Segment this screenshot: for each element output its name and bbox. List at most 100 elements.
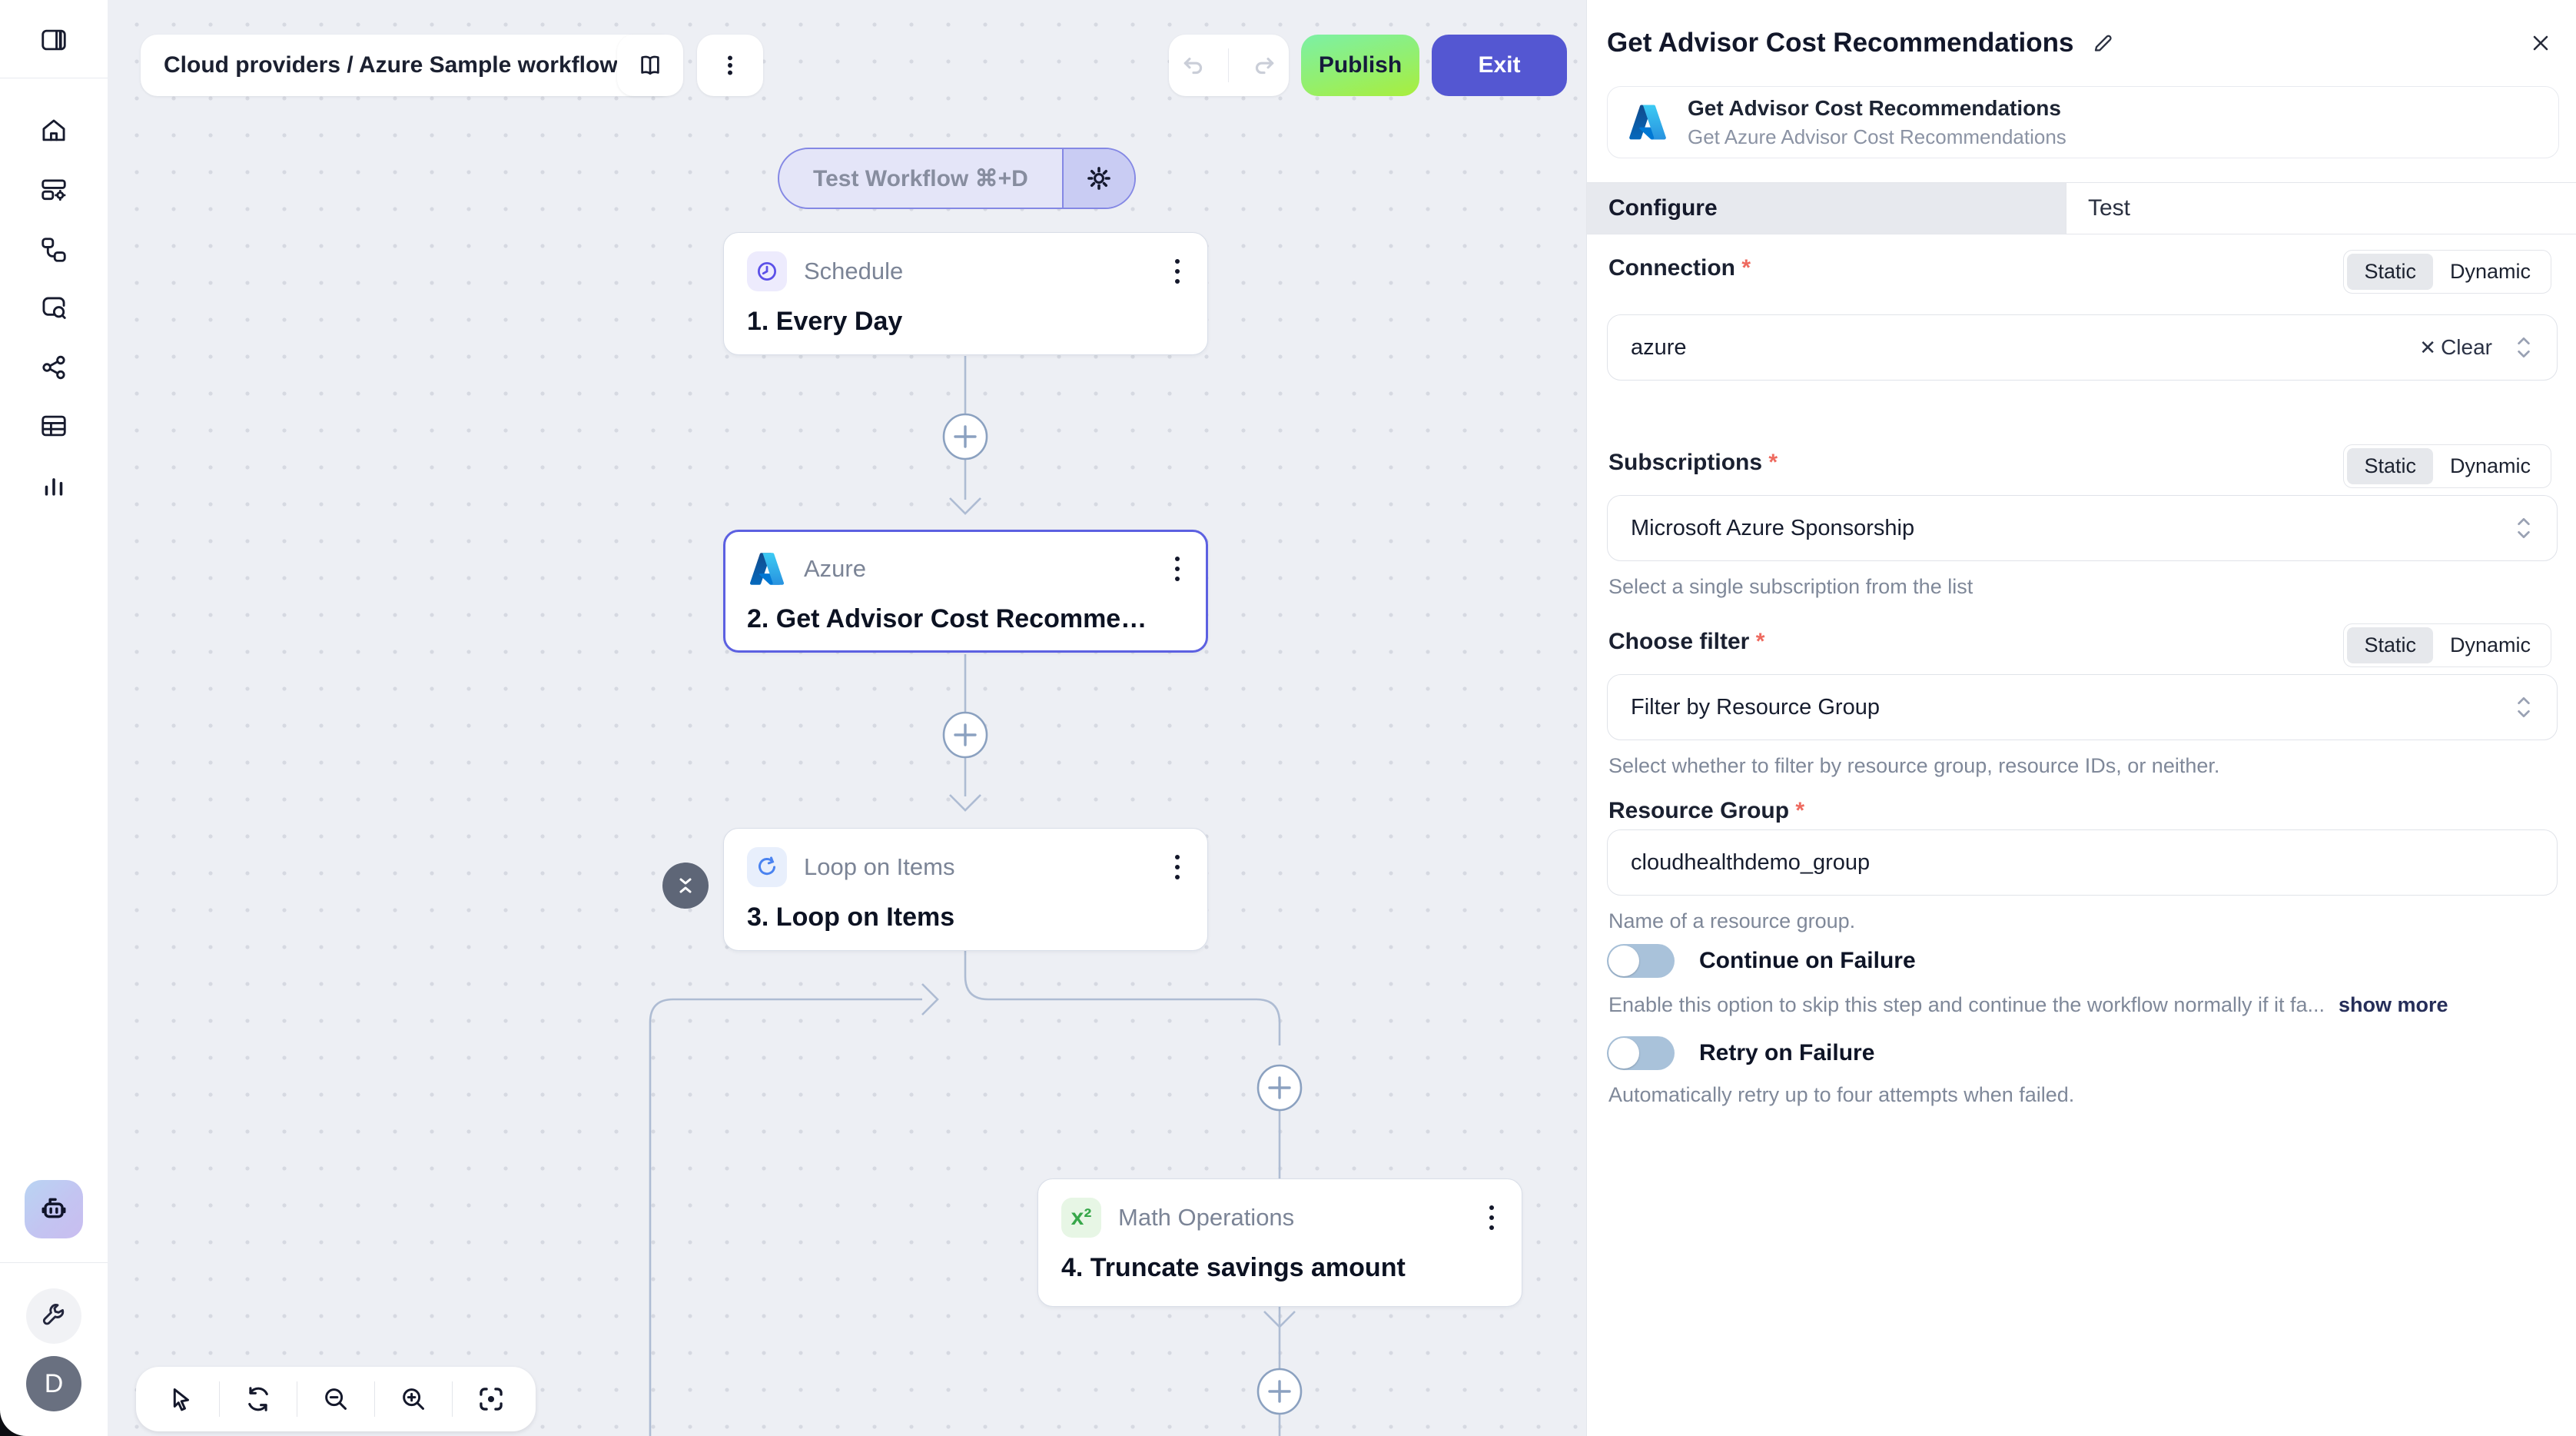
add-step-button[interactable] <box>1256 1368 1303 1415</box>
choose-filter-helper: Select whether to filter by resource gro… <box>1608 754 2220 777</box>
subscriptions-helper: Select a single subscription from the li… <box>1608 575 1973 598</box>
left-sidebar: D <box>0 0 108 1436</box>
select-chevrons-icon <box>2518 337 2530 358</box>
test-workflow-label: Test Workflow ⌘+D <box>813 165 1028 191</box>
choose-filter-select[interactable]: Filter by Resource Group <box>1607 674 2558 740</box>
refresh-icon <box>248 1387 268 1411</box>
azure-logo-icon <box>747 549 787 589</box>
subscriptions-mode-toggle[interactable]: Static Dynamic <box>2343 444 2551 488</box>
static-option[interactable]: Static <box>2347 627 2433 663</box>
workflow-breadcrumb[interactable]: Cloud providers / Azure Sample workflow <box>141 35 676 96</box>
user-avatar[interactable]: D <box>26 1356 81 1411</box>
node-menu-button[interactable] <box>1170 254 1184 288</box>
panel-toggle-icon[interactable] <box>32 18 75 61</box>
static-option[interactable]: Static <box>2347 254 2433 290</box>
static-option[interactable]: Static <box>2347 448 2433 484</box>
add-step-button[interactable] <box>942 413 988 460</box>
test-settings-button[interactable] <box>1061 149 1134 208</box>
dynamic-option[interactable]: Dynamic <box>2449 633 2531 657</box>
tab-test[interactable]: Test <box>2088 195 2131 221</box>
step-app-description: Get Azure Advisor Cost Recommendations <box>1688 125 2066 148</box>
settings-tools-button[interactable] <box>26 1288 81 1344</box>
edit-pencil-icon[interactable] <box>2090 31 2115 55</box>
clock-icon <box>757 261 777 281</box>
close-panel-button[interactable] <box>2524 26 2558 60</box>
sidebar-item-workflows[interactable] <box>32 228 75 271</box>
step-app-card: Get Advisor Cost Recommendations Get Azu… <box>1607 86 2559 158</box>
resource-group-value: cloudhealthdemo_group <box>1631 849 1871 875</box>
docs-button[interactable] <box>617 35 683 96</box>
more-options-button[interactable] <box>697 35 763 96</box>
sidebar-divider <box>0 1262 108 1263</box>
node-menu-button[interactable] <box>1170 552 1184 586</box>
zoom-in-button[interactable] <box>375 1367 452 1431</box>
collapse-icon <box>679 878 692 893</box>
sidebar-item-share[interactable] <box>32 346 75 389</box>
robot-icon <box>41 1198 66 1218</box>
clear-connection-button[interactable]: ✕ Clear <box>2419 335 2492 359</box>
show-more-link[interactable]: show more <box>2339 993 2448 1016</box>
sidebar-item-insights[interactable] <box>32 464 75 507</box>
exit-label: Exit <box>1478 52 1521 78</box>
sidebar-item-case-search[interactable] <box>32 287 75 330</box>
connection-label: Connection * <box>1608 255 1751 281</box>
refresh-layout-button[interactable] <box>220 1367 297 1431</box>
node-loop[interactable]: Loop on Items 3. Loop on Items <box>723 828 1208 951</box>
choose-filter-mode-toggle[interactable]: Static Dynamic <box>2343 623 2551 667</box>
resource-group-input[interactable]: cloudhealthdemo_group <box>1607 829 2558 896</box>
sidebar-item-home[interactable] <box>32 109 75 152</box>
node-title: 2. Get Advisor Cost Recomme… <box>747 604 1147 633</box>
subscriptions-select[interactable]: Microsoft Azure Sponsorship <box>1607 495 2558 561</box>
add-step-button[interactable] <box>1256 1064 1303 1112</box>
exit-button[interactable]: Exit <box>1432 35 1567 96</box>
toggle-knob <box>1608 946 1639 976</box>
node-menu-button[interactable] <box>1485 1201 1499 1235</box>
sidebar-item-builder-active[interactable] <box>25 1180 83 1238</box>
panel-title: Get Advisor Cost Recommendations <box>1607 28 2074 58</box>
test-workflow-button[interactable]: Test Workflow ⌘+D <box>778 148 1136 209</box>
add-step-button[interactable] <box>942 711 988 759</box>
publish-button[interactable]: Publish <box>1301 35 1419 96</box>
node-title: 4. Truncate savings amount <box>1061 1253 1406 1282</box>
sidebar-item-integrations[interactable] <box>32 169 75 212</box>
zoom-out-button[interactable] <box>297 1367 374 1431</box>
panel-tabs: Configure Test <box>1587 182 2576 234</box>
clear-x-icon: ✕ <box>2419 335 2437 359</box>
retry-on-failure-helper: Automatically retry up to four attempts … <box>1608 1083 2075 1106</box>
kebab-menu-icon <box>728 55 732 75</box>
wrench-icon <box>42 1304 65 1325</box>
required-asterisk: * <box>1768 450 1778 475</box>
toggle-knob <box>1608 1038 1639 1069</box>
node-title: 3. Loop on Items <box>747 902 955 932</box>
retry-on-failure-toggle[interactable] <box>1607 1036 1675 1070</box>
dynamic-option[interactable]: Dynamic <box>2449 260 2531 283</box>
connection-mode-toggle[interactable]: Static Dynamic <box>2343 250 2551 294</box>
collapse-loop-button[interactable] <box>662 863 709 909</box>
tab-configure[interactable]: Configure <box>1587 183 2066 234</box>
resource-group-helper: Name of a resource group. <box>1608 909 1856 932</box>
node-math[interactable]: x² Math Operations 4. Truncate savings a… <box>1037 1178 1522 1307</box>
math-icon: x² <box>1071 1205 1092 1230</box>
continue-on-failure-toggle[interactable] <box>1607 944 1675 978</box>
loop-chip <box>747 847 787 887</box>
workflow-canvas[interactable]: Cloud providers / Azure Sample workflow … <box>108 0 1586 1436</box>
connection-select[interactable]: azure ✕ Clear <box>1607 314 2558 381</box>
select-tool-button[interactable] <box>142 1367 219 1431</box>
divider <box>374 1381 375 1417</box>
dynamic-option[interactable]: Dynamic <box>2449 454 2531 477</box>
retry-on-failure-label: Retry on Failure <box>1699 1040 1875 1065</box>
divider <box>219 1381 220 1417</box>
fit-view-button[interactable] <box>453 1367 529 1431</box>
required-asterisk: * <box>1755 629 1765 654</box>
undo-icon[interactable] <box>1180 52 1207 79</box>
redo-icon[interactable] <box>1250 52 1278 79</box>
breadcrumb-label: Cloud providers / Azure Sample workflow <box>164 52 618 78</box>
node-azure-selected[interactable]: Azure 2. Get Advisor Cost Recomme… <box>723 530 1208 653</box>
node-app-label: Schedule <box>804 258 904 284</box>
step-config-panel: Get Advisor Cost Recommendations Get Adv… <box>1586 0 2576 1436</box>
continue-on-failure-row: Continue on Failure <box>1607 944 1916 978</box>
sidebar-item-tables[interactable] <box>32 404 75 447</box>
node-menu-button[interactable] <box>1170 850 1184 884</box>
node-schedule[interactable]: Schedule 1. Every Day <box>723 232 1208 355</box>
